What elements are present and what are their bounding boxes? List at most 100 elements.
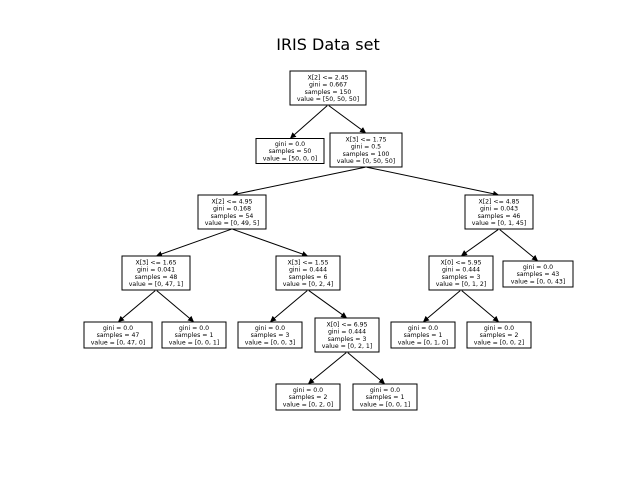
- diagram-title: IRIS Data set: [276, 35, 380, 54]
- node-text-line: gini = 0.444: [328, 329, 366, 336]
- node-text-line: samples = 47: [97, 332, 140, 339]
- node-text-line: samples = 54: [211, 213, 254, 220]
- tree-edge-n2-n4: [366, 166, 500, 197]
- tree-edge-n12-n15: [307, 352, 347, 385]
- node-text-line: X[0] <= 6.95: [326, 321, 367, 328]
- node-text-line: samples = 2: [289, 394, 328, 401]
- node-box: [83, 321, 153, 349]
- node-text-line: X[2] <= 2.45: [307, 74, 348, 81]
- node-text-line: samples = 3: [442, 274, 481, 281]
- tree-edge-n0-n1: [289, 105, 328, 139]
- node-text-line: value = [0, 0, 43]: [511, 278, 565, 285]
- node-text-line: value = [0, 0, 1]: [169, 339, 220, 346]
- edges-layer: [117, 105, 539, 385]
- node-text-line: value = [0, 47, 0]: [91, 339, 145, 346]
- node-text-line: value = [0, 1, 0]: [398, 339, 449, 346]
- node-box: [502, 260, 574, 288]
- node-text-line: value = [0, 2, 4]: [283, 281, 334, 288]
- node-text-line: gini = 0.168: [213, 206, 251, 213]
- node-text-line: gini = 0.043: [480, 206, 518, 213]
- node-box: [197, 194, 267, 230]
- node-text-line: gini = 0.0: [179, 325, 209, 332]
- node-text-line: samples = 100: [343, 151, 390, 158]
- node-box: [390, 321, 456, 349]
- tree-edge-n12-n16: [347, 352, 385, 385]
- node-text-line: value = [0, 1, 2]: [436, 281, 487, 288]
- node-text-line: gini = 0.444: [289, 267, 327, 274]
- node-text-line: samples = 48: [135, 274, 178, 281]
- node-text-line: value = [0, 0, 1]: [360, 401, 411, 408]
- node-box: [161, 321, 227, 349]
- node-text-line: gini = 0.0: [523, 264, 553, 271]
- node-box: [329, 132, 403, 168]
- node-text-line: value = [0, 2, 1]: [322, 343, 373, 350]
- node-box: [314, 317, 380, 353]
- tree-edge-n7-n13: [423, 290, 461, 323]
- node-text-line: samples = 1: [175, 332, 214, 339]
- node-text-line: gini = 0.0: [484, 325, 514, 332]
- node-text-line: gini = 0.0: [275, 141, 305, 148]
- node-text-line: gini = 0.0: [255, 325, 285, 332]
- node-text-line: gini = 0.0: [408, 325, 438, 332]
- node-text-line: samples = 46: [478, 213, 521, 220]
- node-box: [466, 321, 532, 349]
- tree-edge-n4-n7: [461, 229, 499, 256]
- node-box: [275, 383, 341, 411]
- node-text-line: X[3] <= 1.65: [135, 259, 176, 266]
- node-text-line: samples = 3: [328, 336, 367, 343]
- node-text-line: gini = 0.0: [293, 387, 323, 394]
- node-text-line: samples = 50: [269, 148, 312, 155]
- node-box: [275, 255, 341, 291]
- node-text-line: samples = 1: [404, 332, 443, 339]
- node-text-line: gini = 0.0: [103, 325, 133, 332]
- tree-edge-n5-n9: [117, 290, 156, 323]
- node-text-line: value = [0, 50, 50]: [337, 158, 395, 165]
- tree-edge-n6-n12: [308, 290, 348, 318]
- node-text-line: gini = 0.041: [137, 267, 175, 274]
- node-text-line: value = [0, 1, 45]: [472, 220, 526, 227]
- node-text-line: samples = 6: [289, 274, 328, 281]
- node-box: [121, 255, 191, 291]
- node-text-line: samples = 2: [480, 332, 519, 339]
- tree-edge-n3-n5: [156, 228, 232, 257]
- node-text-line: gini = 0.444: [442, 267, 480, 274]
- node-text-line: X[2] <= 4.95: [211, 198, 252, 205]
- node-text-line: value = [50, 50, 50]: [297, 96, 359, 103]
- tree-edge-n7-n14: [461, 290, 499, 323]
- node-box: [289, 70, 367, 106]
- node-text-line: gini = 0.5: [351, 144, 381, 151]
- tree-edge-n3-n6: [232, 228, 309, 257]
- node-text-line: gini = 0.0: [370, 387, 400, 394]
- node-text-line: samples = 3: [251, 332, 290, 339]
- node-text-line: gini = 0.667: [309, 82, 347, 89]
- tree-edge-n0-n2: [328, 105, 367, 133]
- node-text-line: samples = 1: [366, 394, 405, 401]
- node-text-line: X[3] <= 1.55: [287, 259, 328, 266]
- node-text-line: samples = 150: [305, 89, 352, 96]
- tree-edge-n5-n10: [156, 290, 195, 323]
- node-text-line: value = [0, 0, 2]: [474, 339, 525, 346]
- node-box: [255, 138, 325, 164]
- tree-edge-n4-n8: [499, 229, 539, 262]
- node-text-line: X[0] <= 5.95: [440, 259, 481, 266]
- node-text-line: value = [0, 0, 3]: [245, 339, 296, 346]
- node-box: [428, 255, 494, 291]
